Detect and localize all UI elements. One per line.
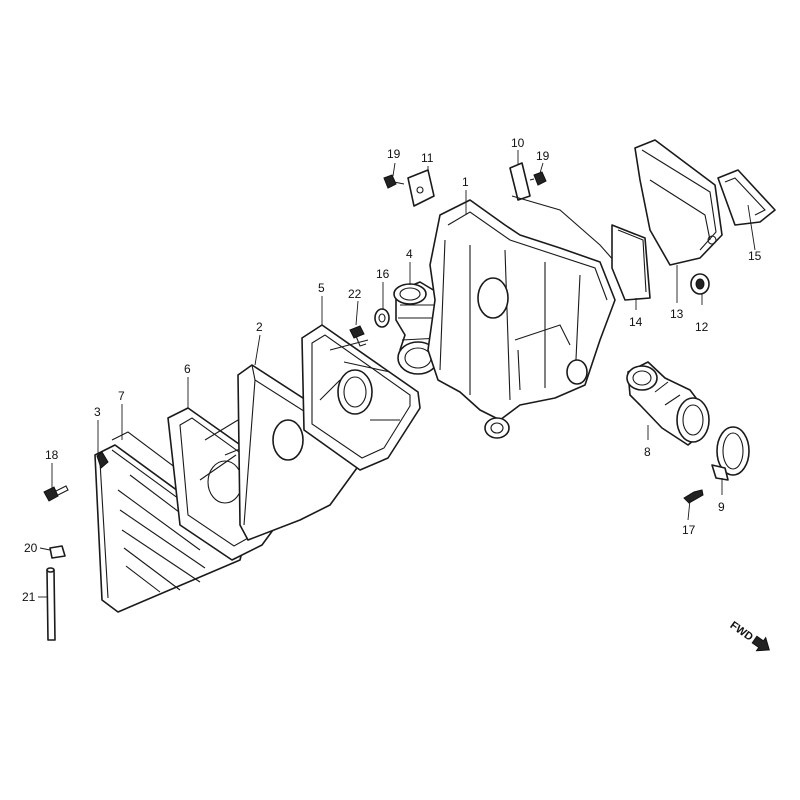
- callout-12: 12: [695, 320, 709, 334]
- callout-4: 4: [406, 247, 413, 261]
- callout-labels: 1 2 3 4 5 6 7 8 9 10 11 12 13 14 15 16 1…: [22, 136, 762, 604]
- callout-5: 5: [318, 281, 325, 295]
- callout-18: 18: [45, 448, 59, 462]
- callout-13: 13: [670, 307, 684, 321]
- part-20-clip: [49, 545, 66, 559]
- callout-15: 15: [748, 249, 762, 263]
- part-17-screw: [683, 489, 704, 504]
- callout-21: 21: [22, 590, 36, 604]
- part-15-label: [717, 169, 776, 226]
- part-9-hose-clamp: [711, 426, 750, 481]
- part-21-drain-tube: [46, 567, 56, 641]
- callout-19-left: 19: [387, 147, 401, 161]
- callout-14: 14: [629, 315, 643, 329]
- callout-9: 9: [718, 500, 725, 514]
- fwd-arrow-icon: [751, 635, 770, 652]
- callout-19-right: 19: [536, 149, 550, 163]
- part-13-side-cover: [634, 139, 723, 266]
- part-18-bolt: [43, 485, 69, 502]
- part-11-bracket: [407, 169, 435, 207]
- callout-17: 17: [682, 523, 696, 537]
- part-8-connecting-tube: [626, 361, 710, 446]
- callout-7: 7: [118, 389, 125, 403]
- part-16-washer: [374, 308, 390, 328]
- callout-11: 11: [421, 151, 434, 165]
- part-2-filter-element: [237, 364, 371, 541]
- callout-6: 6: [184, 362, 191, 376]
- part-19-screw-left: [383, 174, 405, 189]
- part-5-gasket-frame: [301, 324, 421, 471]
- part-19-screw-right: [529, 171, 547, 186]
- callout-3: 3: [94, 405, 101, 419]
- callout-8: 8: [644, 445, 651, 459]
- leader-lines: [38, 150, 756, 598]
- part-22-bolt: [349, 325, 367, 347]
- callout-16: 16: [376, 267, 390, 281]
- part-14-seal-sheet: [611, 224, 651, 301]
- callout-1: 1: [462, 175, 469, 189]
- fwd-label: FWD: [728, 619, 755, 643]
- callout-10: 10: [511, 136, 525, 150]
- part-3-cleaner-cover: [94, 444, 246, 613]
- callout-22: 22: [348, 287, 362, 301]
- callout-2: 2: [256, 320, 263, 334]
- part-12-grommet: [690, 273, 710, 295]
- part-1-air-cleaner-case: [427, 199, 616, 439]
- forward-direction-indicator: FWD: [728, 619, 770, 652]
- callout-20: 20: [24, 541, 38, 555]
